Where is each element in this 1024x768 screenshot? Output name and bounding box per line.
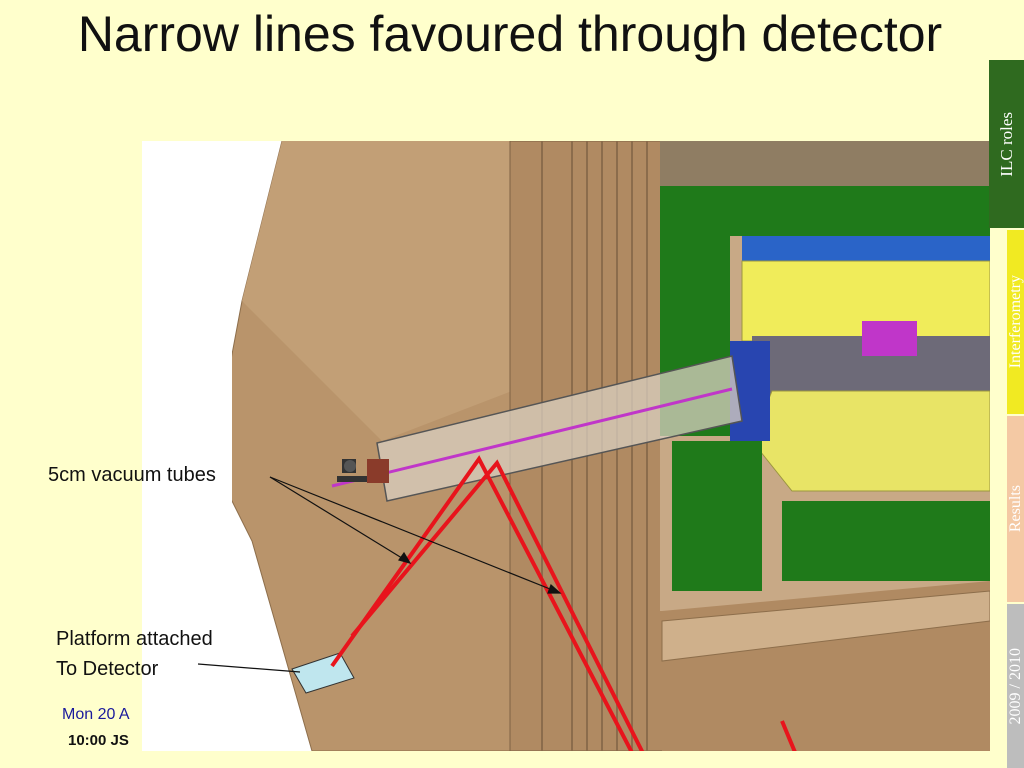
figure-white-gap [142,141,232,751]
endcap-facet [242,141,512,441]
footer-time: 10:00 JS [68,732,129,749]
section-tabs: ILC roles Interferometry Results 2009 / … [989,60,1024,768]
footer-date: Mon 20 A [62,706,130,723]
optics-mount [337,459,367,482]
blue-strip [742,236,990,261]
vacuum-tubes-label: 5cm vacuum tubes [48,464,216,486]
tab-results[interactable]: Results [1007,416,1024,602]
green-lower-left [672,441,762,591]
slide-title: Narrow lines favoured through detector [77,6,943,62]
detector-diagram [142,141,990,751]
detector-cutaway-drawing [142,141,990,751]
tab-ilc-roles[interactable]: ILC roles [989,60,1024,228]
platform [291,652,355,694]
green-lower-barrel [782,501,990,581]
ring-band [661,590,990,662]
laser-line-right [780,720,797,751]
platform-label-line1: Platform attached [56,628,213,650]
platform-label-line2: To Detector [56,658,159,680]
beam-source [367,459,389,483]
tab-interferometry[interactable]: Interferometry [1007,230,1024,414]
tab-2009-2010[interactable]: 2009 / 2010 [1007,604,1024,768]
beam-axis [331,387,733,488]
magenta-core [862,321,917,356]
laser-lines [330,455,645,751]
barrel-top [660,141,990,186]
